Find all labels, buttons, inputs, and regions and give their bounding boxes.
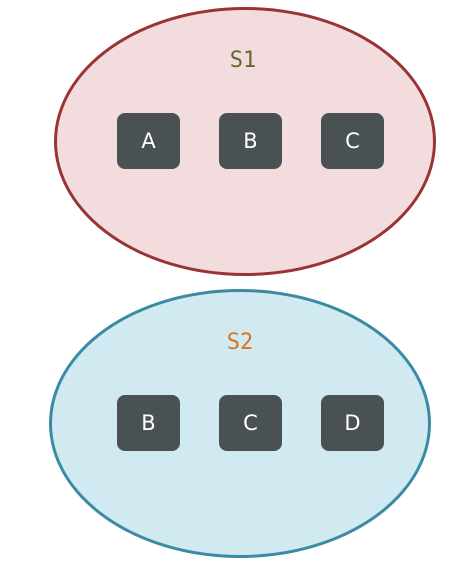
set-s2-element-d: D (321, 395, 384, 451)
set-s2-element-c: C (219, 395, 282, 451)
set-s1-element-c: C (321, 113, 384, 169)
set-s1-element-a: A (117, 113, 180, 169)
set-s2-label: S2 (226, 330, 254, 355)
set-s2-element-b: B (117, 395, 180, 451)
set-s1-label: S1 (229, 48, 257, 73)
set-s1-element-b: B (219, 113, 282, 169)
